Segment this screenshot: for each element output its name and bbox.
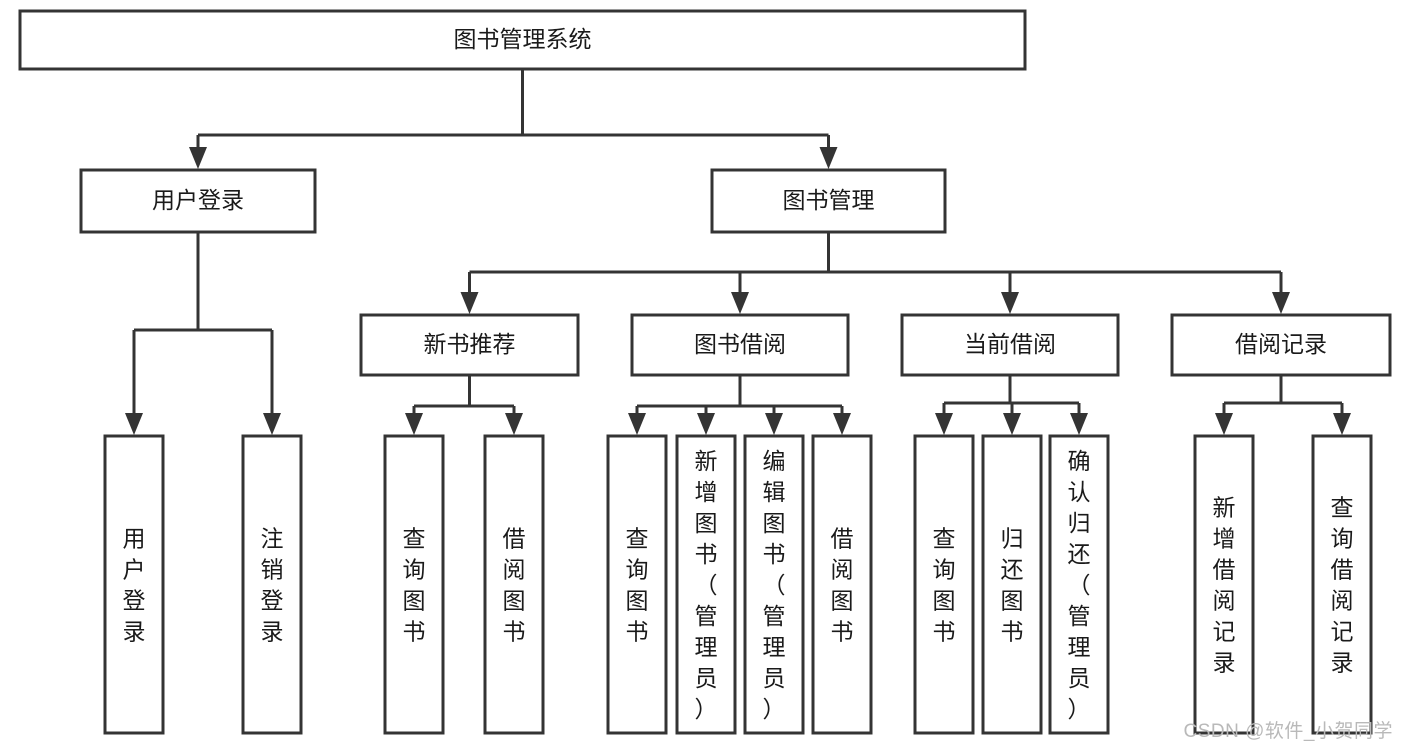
edge-group-borrow-record	[1215, 375, 1351, 435]
arrow-head	[1272, 292, 1290, 314]
node-label: 查询图书	[403, 526, 426, 645]
arrow-head	[697, 413, 715, 435]
node-leaf-borrow-book-rec[interactable]: 借阅图书	[483, 434, 545, 735]
node-box[interactable]	[1193, 434, 1255, 735]
nodes-layer: 图书管理系统用户登录图书管理新书推荐图书借阅当前借阅借阅记录用户登录注销登录查询…	[18, 9, 1392, 735]
node-label: 注销登录	[261, 526, 284, 645]
edge-group-book-borrow	[628, 375, 851, 435]
arrow-head	[460, 292, 479, 314]
node-leaf-add-book[interactable]: 新增图书（管理员）	[675, 434, 737, 735]
node-label: 当前借阅	[964, 331, 1056, 357]
node-root-title[interactable]: 图书管理系统	[18, 9, 1027, 71]
node-label: 用户登录	[123, 526, 146, 645]
arrow-head	[1070, 413, 1088, 435]
arrow-head	[1333, 413, 1351, 435]
node-box[interactable]	[241, 434, 303, 735]
arrow-head	[263, 413, 281, 435]
arrow-head	[1001, 292, 1019, 314]
node-label: 新增借阅记录	[1213, 495, 1236, 676]
node-box[interactable]	[710, 168, 947, 234]
node-box[interactable]	[1048, 434, 1110, 735]
node-leaf-logout[interactable]: 注销登录	[241, 434, 303, 735]
arrow-head	[505, 413, 523, 435]
node-box[interactable]	[103, 434, 165, 735]
node-box[interactable]	[811, 434, 873, 735]
node-box[interactable]	[675, 434, 737, 735]
node-label: 确认归还（管理员）	[1068, 448, 1091, 722]
node-leaf-borrow-book[interactable]: 借阅图书	[811, 434, 873, 735]
node-label: 编辑图书（管理员）	[763, 448, 786, 722]
node-box[interactable]	[606, 434, 668, 735]
arrow-head	[405, 413, 423, 435]
node-user-login[interactable]: 用户登录	[79, 168, 317, 234]
node-label: 用户登录	[152, 187, 244, 213]
arrow-head	[731, 292, 749, 314]
edge-group-root	[189, 69, 838, 169]
arrow-head	[819, 147, 838, 169]
node-leaf-query-book-cur[interactable]: 查询图书	[913, 434, 975, 735]
node-box[interactable]	[18, 9, 1027, 71]
node-current-borrow[interactable]: 当前借阅	[900, 313, 1120, 377]
node-box[interactable]	[1170, 313, 1392, 377]
edge-group-current-borrow	[935, 375, 1088, 435]
node-label: 图书管理系统	[454, 26, 592, 52]
node-book-borrow[interactable]: 图书借阅	[630, 313, 850, 377]
node-leaf-query-book-rec[interactable]: 查询图书	[383, 434, 445, 735]
arrow-head	[628, 413, 646, 435]
edges-layer	[125, 69, 1351, 435]
node-box[interactable]	[383, 434, 445, 735]
arrow-head	[833, 413, 851, 435]
edge-group-book-manage	[460, 232, 1290, 314]
node-label: 图书借阅	[694, 331, 786, 357]
node-book-manage[interactable]: 图书管理	[710, 168, 947, 234]
node-leaf-edit-book[interactable]: 编辑图书（管理员）	[743, 434, 805, 735]
node-label: 借阅记录	[1235, 331, 1327, 357]
arrow-head	[1215, 413, 1233, 435]
node-new-book-recommend[interactable]: 新书推荐	[359, 313, 580, 377]
arrow-head	[1003, 413, 1021, 435]
node-label: 查询图书	[933, 526, 956, 645]
arrow-head	[765, 413, 783, 435]
node-box[interactable]	[79, 168, 317, 234]
node-box[interactable]	[483, 434, 545, 735]
node-box[interactable]	[900, 313, 1120, 377]
node-box[interactable]	[981, 434, 1043, 735]
arrow-head	[125, 413, 143, 435]
edge-group-user-login	[125, 232, 281, 435]
node-box[interactable]	[630, 313, 850, 377]
node-leaf-query-record[interactable]: 查询借阅记录	[1311, 434, 1373, 735]
node-label: 借阅图书	[831, 526, 854, 645]
node-box[interactable]	[1311, 434, 1373, 735]
arrow-head	[189, 147, 207, 169]
node-label: 新增图书（管理员）	[695, 448, 718, 722]
arrow-head	[935, 413, 953, 435]
node-leaf-add-record[interactable]: 新增借阅记录	[1193, 434, 1255, 735]
node-label: 借阅图书	[503, 526, 526, 645]
node-borrow-record[interactable]: 借阅记录	[1170, 313, 1392, 377]
node-leaf-query-book[interactable]: 查询图书	[606, 434, 668, 735]
node-label: 查询图书	[626, 526, 649, 645]
node-label: 图书管理	[783, 187, 875, 213]
node-leaf-confirm-return[interactable]: 确认归还（管理员）	[1048, 434, 1110, 735]
node-label: 归还图书	[1001, 526, 1024, 645]
edge-group-new-book-recommend	[405, 375, 523, 435]
node-box[interactable]	[913, 434, 975, 735]
node-box[interactable]	[359, 313, 580, 377]
node-label: 查询借阅记录	[1331, 495, 1354, 676]
node-leaf-user-login[interactable]: 用户登录	[103, 434, 165, 735]
node-label: 新书推荐	[424, 331, 516, 357]
watermark-text: CSDN @软件_小贺同学	[1183, 721, 1393, 742]
node-leaf-return-book[interactable]: 归还图书	[981, 434, 1043, 735]
node-box[interactable]	[743, 434, 805, 735]
